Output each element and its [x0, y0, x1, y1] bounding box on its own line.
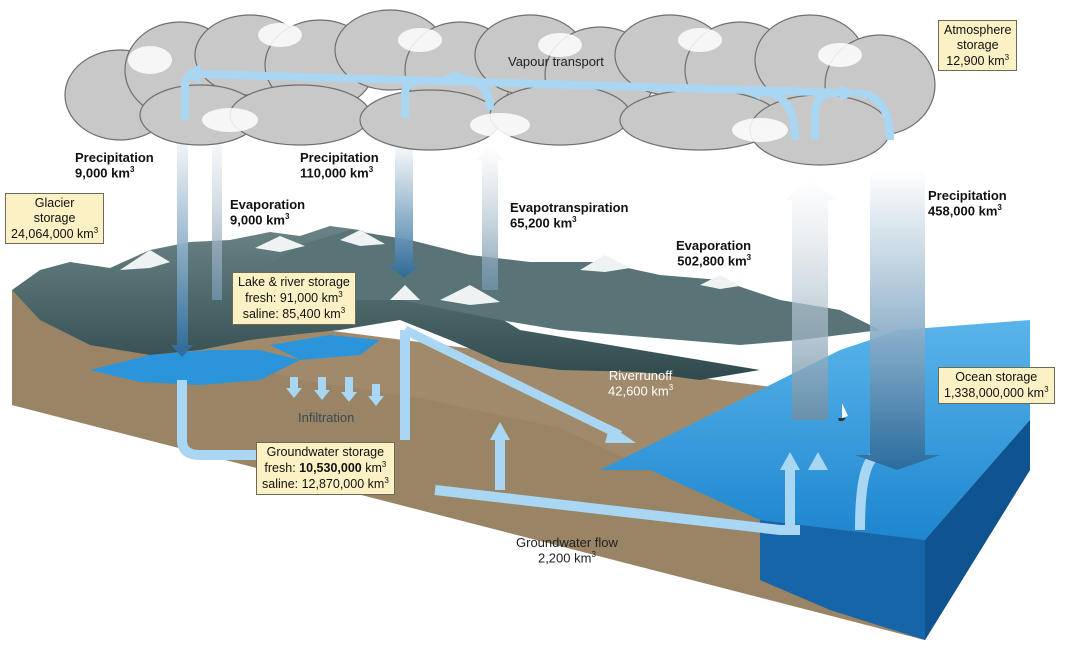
evaporation-ocean-label: Evaporation 502,800 km3 — [676, 238, 751, 269]
precipitation-glacier-value: 9,000 km — [75, 165, 130, 181]
precipitation-ocean-unit-sup: 3 — [997, 203, 1002, 213]
glacier-storage-value: 24,064,000 km — [11, 226, 94, 241]
groundwater-flow-arrows — [177, 330, 881, 535]
precipitation-land-value: 110,000 km — [300, 165, 369, 181]
river-runoff-unit-sup: 3 — [668, 383, 674, 393]
precipitation-ocean-label: Precipitation 458,000 km3 — [928, 188, 1007, 219]
evaporation-glacier-label: Evaporation 9,000 km3 — [230, 197, 305, 228]
ocean-storage-value: 1,338,000,000 km — [944, 385, 1045, 400]
evaporation-ocean-title: Evaporation — [676, 238, 752, 253]
glacier-storage-unit-sup: 3 — [93, 225, 99, 235]
atmosphere-storage-unit-sup: 3 — [1004, 52, 1010, 62]
groundwater-flow-value: 2,200 km — [537, 550, 592, 566]
evaporation-glacier-beam — [207, 125, 227, 300]
vapour-transport-label: Vapour transport — [508, 54, 604, 69]
groundwater-flow-arrowheads — [490, 422, 828, 470]
groundwater-fresh-prefix: fresh: — [264, 460, 300, 475]
ocean-storage-unit-sup: 3 — [1044, 384, 1049, 394]
lake-river-saline: saline: 85,400 km — [242, 306, 341, 321]
ocean-storage-box: Ocean storage 1,338,000,000 km3 — [938, 367, 1055, 404]
evapotranspiration-value: 65,200 km — [510, 215, 573, 231]
glacier-storage-box: Glacier storage 24,064,000 km3 — [5, 193, 105, 245]
glacier-storage-line1: Glacier — [34, 196, 75, 210]
lake-river-fresh: fresh: 91,000 km — [245, 290, 339, 305]
river-runoff-label: Riverrunoff 42,600 km3 — [608, 368, 673, 399]
precipitation-land-beam — [388, 140, 420, 278]
groundwater-storage-box: Groundwater storage fresh: 10,530,000 km… — [256, 442, 395, 495]
infiltration-label: Infiltration — [298, 410, 355, 425]
precipitation-land-title: Precipitation — [300, 150, 379, 165]
evaporation-glacier-title: Evaporation — [230, 197, 306, 212]
evapotranspiration-unit-sup: 3 — [572, 215, 577, 225]
lake-river-saline-unit-sup: 3 — [340, 305, 346, 315]
ocean-storage-title: Ocean storage — [955, 370, 1038, 384]
precipitation-land-label: Precipitation 110,000 km3 — [300, 150, 379, 181]
lake-river-storage-box: Lake & river storage fresh: 91,000 km3 s… — [232, 272, 356, 325]
groundwater-saline-unit-sup: 3 — [384, 475, 389, 485]
evaporation-ocean-unit-sup: 3 — [746, 253, 752, 263]
vapour-transport-arrows — [181, 70, 894, 141]
precipitation-ocean-beam — [855, 170, 940, 470]
atmosphere-storage-box: Atmosphere storage 12,900 km3 — [938, 20, 1018, 72]
groundwater-fresh-unit: km — [361, 460, 382, 475]
river-runoff-value: 42,600 km — [608, 383, 669, 399]
precipitation-glacier-label: Precipitation 9,000 km3 — [75, 150, 154, 181]
groundwater-flow-unit-sup: 3 — [591, 550, 596, 560]
evapotranspiration-title: Evapotranspiration — [510, 200, 629, 215]
cloud-highlights — [128, 23, 862, 142]
evaporation-glacier-unit-sup: 3 — [284, 212, 290, 222]
cloud-band — [64, 9, 936, 166]
groundwater-flow-title: Groundwater flow — [516, 535, 618, 550]
groundwater-flow-label: Groundwater flow 2,200 km3 — [516, 535, 618, 566]
evaporation-ocean-beam — [785, 178, 835, 420]
vapour-transport-arrowheads — [184, 64, 858, 101]
evaporation-ocean-value: 502,800 km — [677, 253, 747, 269]
atmosphere-storage-line1: Atmosphere — [944, 23, 1012, 37]
infiltration-arrows — [286, 377, 384, 406]
evapotranspiration-label: Evapotranspiration 65,200 km3 — [510, 200, 628, 231]
river-runoff-arrow — [403, 325, 636, 443]
precipitation-land-unit-sup: 3 — [368, 165, 374, 175]
glacier-storage-line2: storage — [33, 210, 76, 225]
groundwater-fresh-value: 10,530,000 — [299, 460, 362, 475]
groundwater-saline: saline: 12,870,000 km — [262, 476, 385, 491]
precipitation-ocean-value: 458,000 km — [928, 203, 998, 219]
lake-river-fresh-unit-sup: 3 — [338, 289, 343, 299]
lake-water — [90, 335, 380, 385]
river-runoff-title: Riverrunoff — [608, 368, 673, 383]
precipitation-glacier-beam — [171, 125, 193, 357]
mountain-range — [12, 226, 880, 380]
precipitation-glacier-title: Precipitation — [75, 150, 154, 165]
groundwater-fresh-unit-sup: 3 — [381, 459, 387, 469]
groundwater-storage-title: Groundwater storage — [266, 445, 385, 459]
atmosphere-storage-line2: storage — [956, 37, 999, 52]
atmosphere-storage-value: 12,900 km — [946, 53, 1005, 68]
lake-river-storage-title: Lake & river storage — [238, 275, 350, 289]
precipitation-glacier-unit-sup: 3 — [129, 165, 135, 175]
evaporation-glacier-value: 9,000 km — [230, 212, 285, 228]
evapotranspiration-beam — [476, 144, 504, 290]
sailboat-icon — [838, 403, 848, 421]
precipitation-ocean-title: Precipitation — [928, 188, 1007, 203]
